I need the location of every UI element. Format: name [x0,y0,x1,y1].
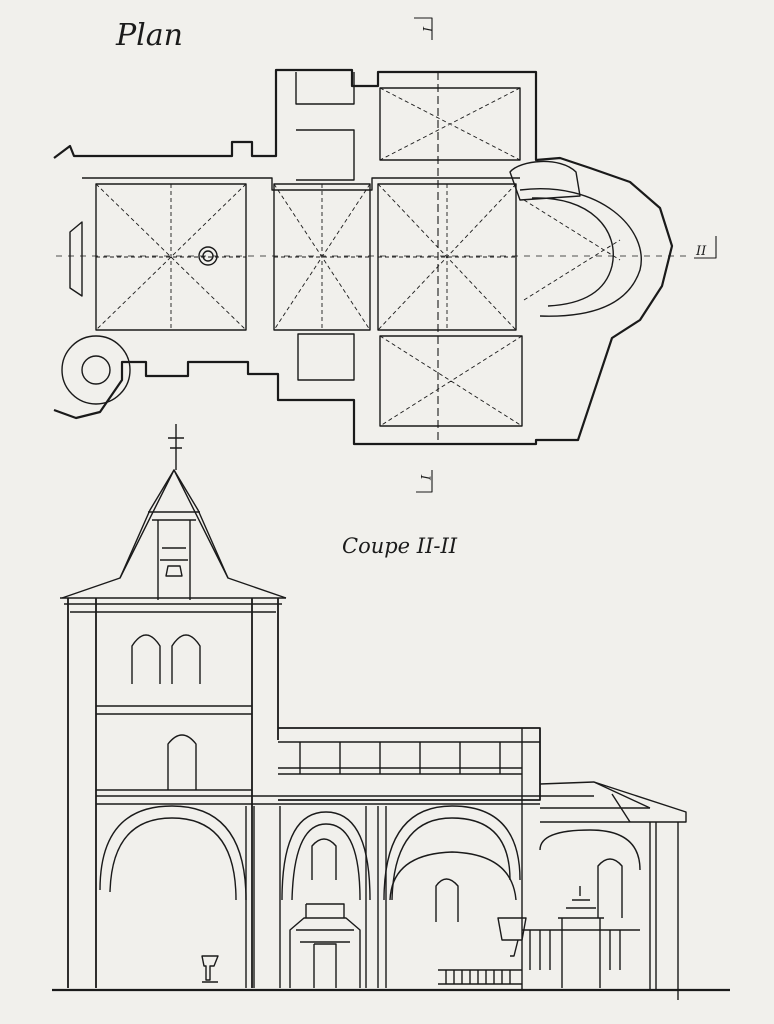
section-title: Coupe II-II [342,534,458,558]
section-choir-roof [539,781,687,823]
section-belfry-window-2 [171,634,201,684]
section-mark-top: I [419,26,435,33]
plan-stair-west [61,335,131,405]
section-arch-3 [383,805,521,901]
section-altar [289,917,361,988]
plan-title: Plan [116,18,183,53]
section-arch-1 [99,805,247,901]
section-pulpit [497,917,527,957]
section-retable [558,886,604,988]
section-cross [168,424,184,470]
section-tower [67,598,279,988]
section-nave-roof [278,727,541,801]
plan-vaults [95,87,621,427]
plan-cut-lines [56,17,717,493]
section-mark-right: II [696,244,707,259]
plan-inner-wall [82,177,520,191]
section-belfry-window-1 [131,634,161,684]
section-spire [61,469,287,599]
section-font [201,955,219,983]
section-arch-2 [281,811,371,901]
section-mark-bottom: I [417,474,433,481]
section-balustrade [438,969,522,985]
plan-apse [519,188,642,317]
plan-outer-wall [53,68,674,446]
section-drawing [52,424,730,1000]
